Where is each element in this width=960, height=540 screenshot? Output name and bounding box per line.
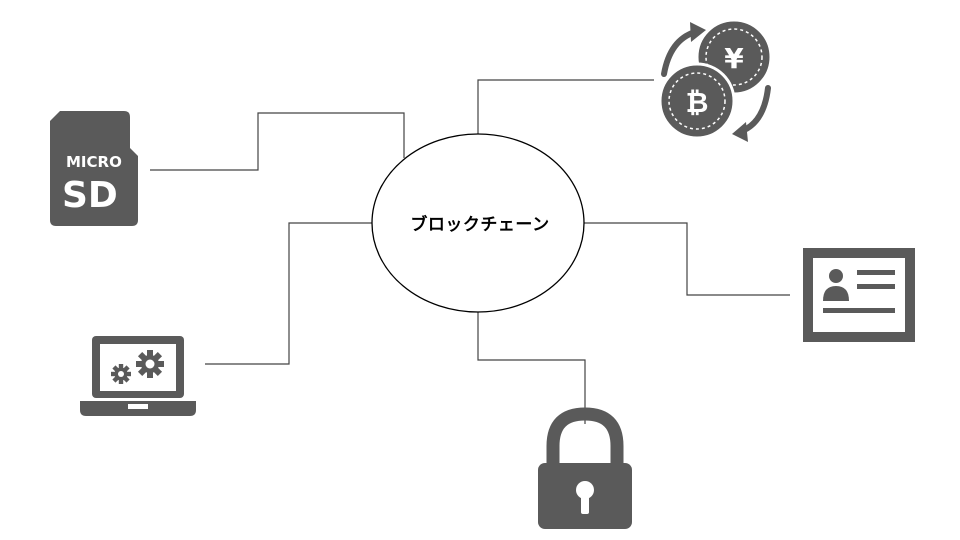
connectors	[150, 79, 790, 424]
laptop-settings-icon	[80, 336, 196, 416]
currency-exchange-icon: ¥ ₿	[658, 18, 773, 142]
connector-coins	[477, 79, 654, 134]
id-card-icon	[803, 248, 915, 342]
connector-idcard	[584, 222, 790, 296]
blockchain-label: ブロックチェーン	[410, 214, 550, 235]
sd-label-micro: MICRO	[66, 153, 122, 171]
padlock-icon	[538, 407, 632, 529]
sd-label-sd: SD	[62, 175, 118, 216]
blockchain-node	[371, 133, 585, 313]
connector-lock	[477, 312, 586, 424]
microsd-card-icon: MICRO SD	[50, 111, 138, 226]
bitcoin-symbol: ₿	[686, 86, 709, 119]
yen-symbol: ¥	[724, 42, 744, 75]
connector-sd	[150, 112, 405, 171]
connector-laptop	[205, 222, 374, 365]
